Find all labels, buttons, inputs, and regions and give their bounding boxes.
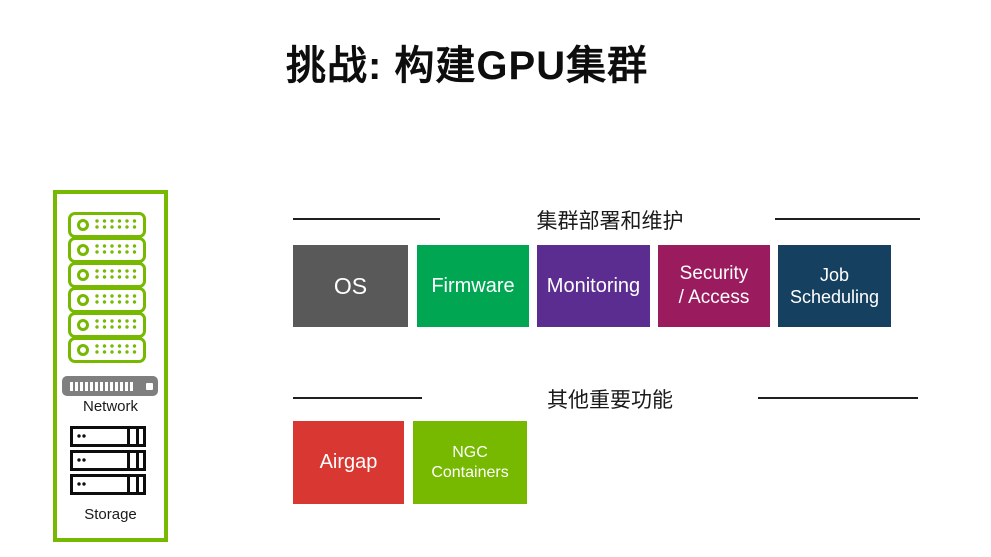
server-power-ring-icon xyxy=(77,244,89,256)
server-vent-dots-icon xyxy=(95,344,137,356)
divider-line xyxy=(775,218,920,220)
storage-unit-icon xyxy=(70,450,146,471)
box-job-scheduling: Job Scheduling xyxy=(778,245,891,327)
box-ngc-containers: NGC Containers xyxy=(413,421,527,504)
storage-unit-icon xyxy=(70,474,146,495)
box-label-line: Job xyxy=(819,264,850,285)
box-label: Firmware xyxy=(431,274,515,297)
box-label-line: / Access xyxy=(678,287,750,308)
box-label-line: Scheduling xyxy=(789,287,880,307)
server-power-ring-icon xyxy=(77,294,89,306)
storage-led-dots-icon xyxy=(77,482,87,486)
box-os: OS xyxy=(293,245,408,327)
page-title: 挑战: 构建GPU集群 xyxy=(286,44,649,88)
storage-slot-divider xyxy=(127,477,130,492)
server-vent-dots-icon xyxy=(95,294,137,306)
storage-led-dots-icon xyxy=(77,458,87,462)
storage-slot-divider xyxy=(127,453,130,468)
storage-led-dots-icon xyxy=(77,434,87,438)
server-power-ring-icon xyxy=(77,269,89,281)
server-icon xyxy=(68,337,146,363)
server-icon xyxy=(68,312,146,338)
server-icon xyxy=(68,287,146,313)
server-power-ring-icon xyxy=(77,344,89,356)
box-security-access: Security / Access xyxy=(658,245,770,327)
box-firmware: Firmware xyxy=(417,245,529,327)
box-label: OS xyxy=(333,272,368,299)
box-label-line: Security xyxy=(679,263,749,285)
divider-line xyxy=(758,397,918,399)
server-power-ring-icon xyxy=(77,319,89,331)
box-label-line: Containers xyxy=(431,463,509,481)
section-heading-deployment: 集群部署和维护 xyxy=(536,210,684,233)
divider-line xyxy=(293,218,440,220)
server-vent-dots-icon xyxy=(95,219,137,231)
infrastructure-panel: Network Storage xyxy=(53,190,168,542)
box-monitoring: Monitoring xyxy=(537,245,650,327)
network-switch-icon xyxy=(62,376,158,396)
storage-slot-divider xyxy=(136,453,139,468)
box-label: Monitoring xyxy=(546,274,641,297)
server-vent-dots-icon xyxy=(95,319,137,331)
divider-line xyxy=(293,397,422,399)
storage-unit-icon xyxy=(70,426,146,447)
server-vent-dots-icon xyxy=(95,244,137,256)
server-icon xyxy=(68,212,146,238)
storage-slot-divider xyxy=(136,477,139,492)
network-label: Network xyxy=(82,398,138,415)
server-vent-dots-icon xyxy=(95,269,137,281)
switch-uplink-port-icon xyxy=(146,383,153,390)
server-power-ring-icon xyxy=(77,219,89,231)
storage-slot-divider xyxy=(127,429,130,444)
box-label-line: NGC xyxy=(452,443,488,461)
section-heading-other: 其他重要功能 xyxy=(547,389,673,412)
storage-icon xyxy=(70,426,146,498)
box-label: Airgap xyxy=(319,451,378,473)
switch-ports-icon xyxy=(68,382,134,391)
storage-label: Storage xyxy=(84,506,137,523)
box-airgap: Airgap xyxy=(293,421,404,504)
server-icon xyxy=(68,262,146,288)
storage-slot-divider xyxy=(136,429,139,444)
server-icon xyxy=(68,237,146,263)
